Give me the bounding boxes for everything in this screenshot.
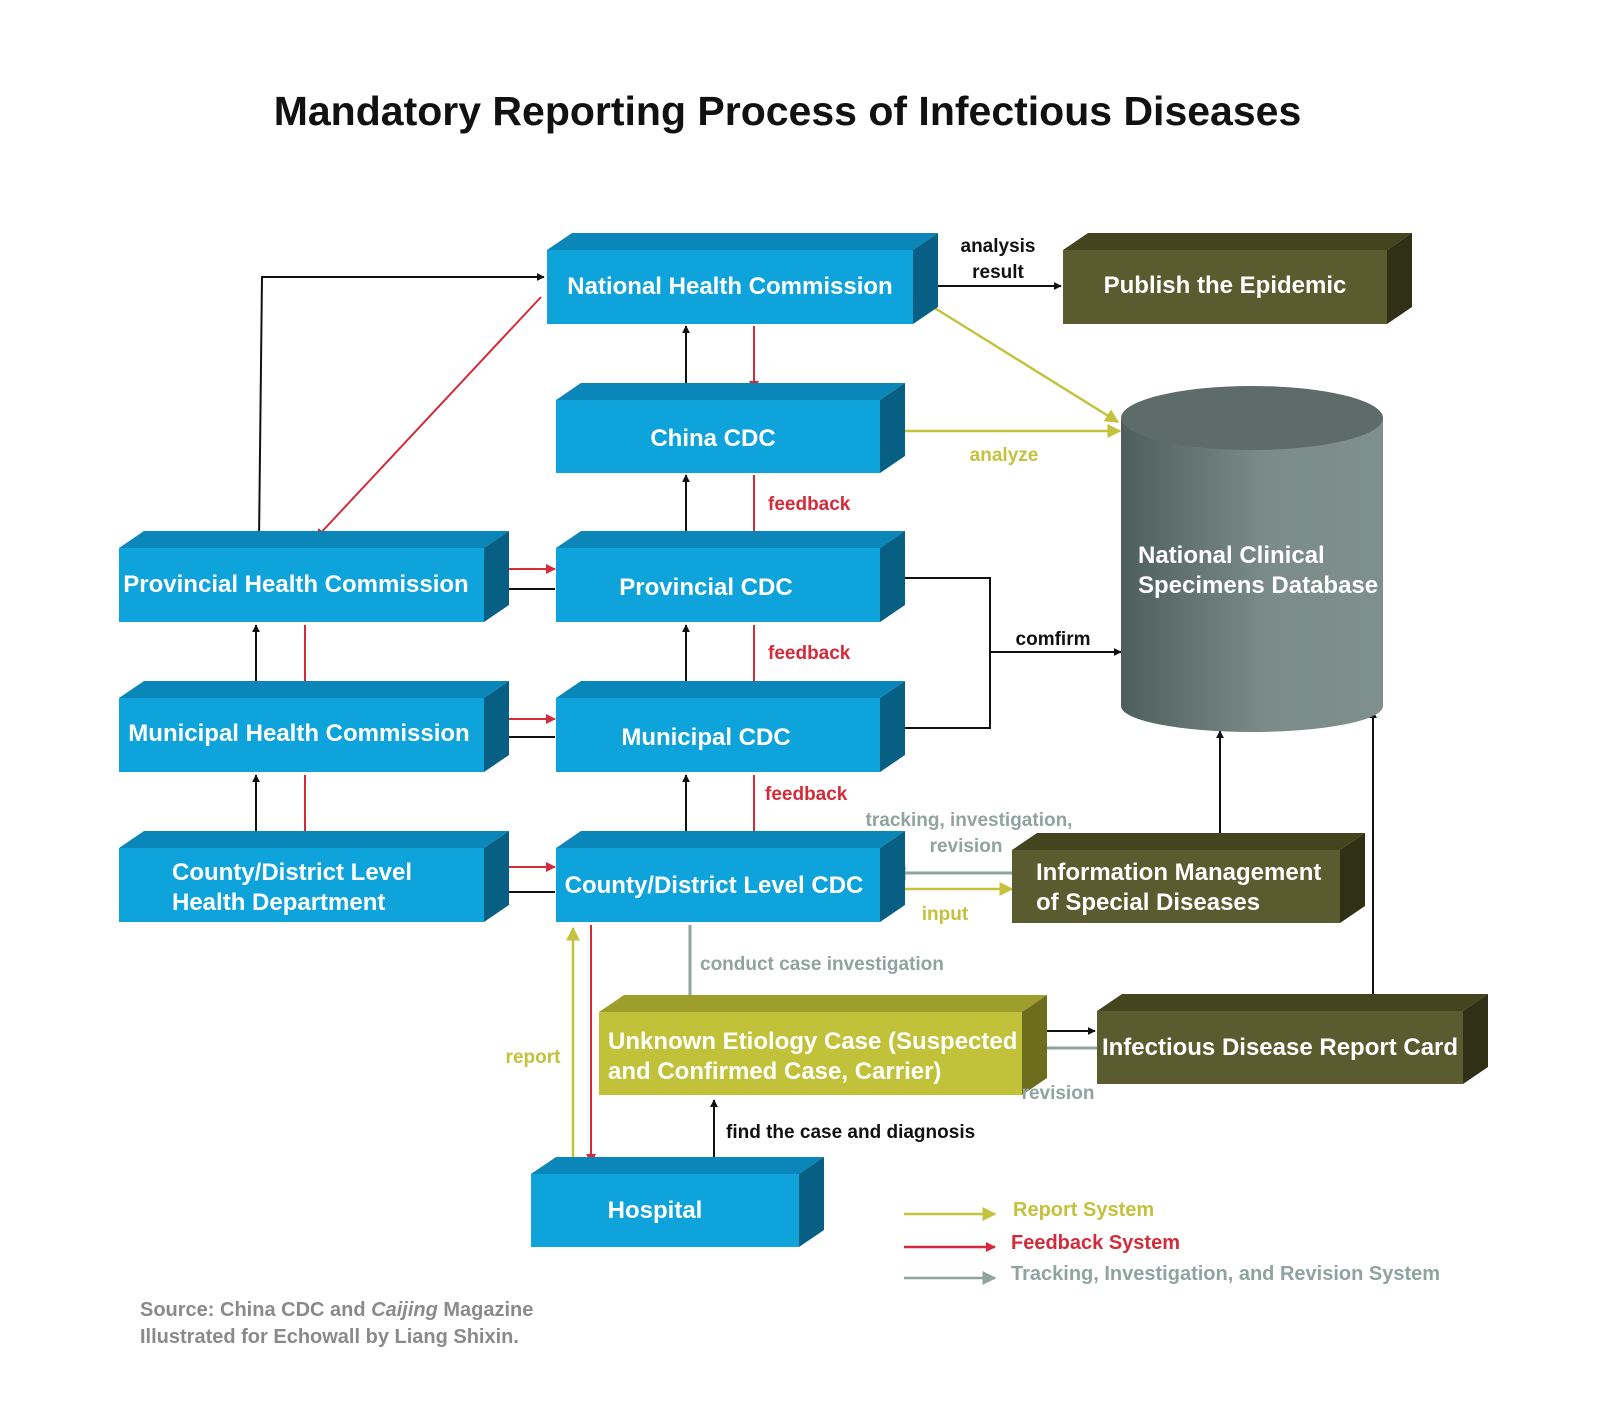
label-analysis-result-line1: analysis (961, 236, 1036, 257)
source-magazine: Caijing (371, 1299, 438, 1321)
node-publish-epidemic: Publish the Epidemic (1063, 233, 1412, 324)
node-report-card: Infectious Disease Report Card (1097, 994, 1488, 1084)
arrow-nhc-to-phc (315, 296, 542, 539)
node-info-management: Information Management of Special Diseas… (1012, 833, 1365, 923)
node-provincial-cdc: Provincial CDC (556, 531, 905, 622)
node-label-line1: Unknown Etiology Case (Suspected (608, 1028, 1017, 1055)
label-find-case: find the case and diagnosis (726, 1122, 975, 1143)
label-feedback-2: feedback (768, 643, 851, 664)
source-suffix: Magazine (437, 1299, 534, 1321)
node-label: Municipal CDC (621, 724, 790, 751)
source-credit: Source: China CDC and Caijing Magazine I… (140, 1297, 533, 1351)
label-tracking-line2: revision (930, 836, 1003, 857)
node-database: National Clinical Specimens Database (1121, 386, 1383, 732)
node-provincial-health-commission: Provincial Health Commission (119, 531, 509, 622)
node-municipal-cdc: Municipal CDC (556, 681, 905, 772)
node-label: Provincial CDC (619, 574, 792, 601)
arrow-nhc-to-database (924, 300, 1120, 424)
node-label: Publish the Epidemic (1104, 272, 1347, 299)
source-line2: Illustrated for Echowall by Liang Shixin… (140, 1326, 519, 1348)
label-tracking-line1: tracking, investigation, (866, 810, 1073, 831)
node-label: China CDC (650, 425, 775, 452)
node-label: Municipal Health Commission (128, 720, 469, 747)
label-feedback-3: feedback (765, 784, 848, 805)
node-county-cdc: County/District Level CDC (556, 831, 905, 922)
label-comfirm: comfirm (1016, 629, 1091, 650)
label-feedback-1: feedback (768, 494, 851, 515)
node-unknown-case: Unknown Etiology Case (Suspected and Con… (599, 995, 1047, 1095)
node-label-line2: Specimens Database (1138, 572, 1378, 599)
diagram-title: Mandatory Reporting Process of Infectiou… (273, 88, 1302, 134)
node-label: National Health Commission (567, 273, 892, 300)
node-label-line2: and Confirmed Case, Carrier) (608, 1058, 941, 1085)
node-label: County/District Level CDC (565, 872, 864, 899)
node-municipal-health-commission: Municipal Health Commission (119, 681, 509, 772)
node-label: Infectious Disease Report Card (1102, 1034, 1458, 1061)
node-label-line1: Information Management (1036, 859, 1321, 886)
node-label: Hospital (608, 1197, 703, 1224)
node-label-line1: County/District Level (172, 859, 412, 886)
legend-feedback-label: Feedback System (1011, 1232, 1180, 1254)
label-analyze: analyze (970, 445, 1039, 466)
label-conduct-case-investigation: conduct case investigation (700, 954, 944, 975)
node-national-health-commission: National Health Commission (547, 233, 938, 324)
node-label-line2: of Special Diseases (1036, 889, 1260, 916)
node-label-line2: Health Department (172, 889, 385, 916)
legend-tracking-label: Tracking, Investigation, and Revision Sy… (1011, 1263, 1440, 1285)
source-prefix: Source: China CDC and (140, 1299, 372, 1321)
node-china-cdc: China CDC (556, 383, 905, 473)
legend: Report System Feedback System Tracking, … (904, 1199, 1440, 1285)
node-label: Provincial Health Commission (123, 571, 468, 598)
label-revision: revision (1022, 1083, 1095, 1104)
label-report: report (506, 1047, 562, 1068)
label-analysis-result-line2: result (972, 262, 1024, 283)
node-label-line1: National Clinical (1138, 542, 1325, 569)
source-line1: Source: China CDC and Caijing Magazine (140, 1297, 533, 1324)
label-input: input (922, 904, 969, 925)
node-hospital: Hospital (531, 1157, 824, 1247)
legend-report-label: Report System (1013, 1199, 1154, 1221)
node-county-health-department: County/District Level Health Department (119, 831, 509, 922)
arrow-confirm-bracket (891, 577, 991, 729)
arrow-phc-to-nhc (258, 273, 545, 541)
